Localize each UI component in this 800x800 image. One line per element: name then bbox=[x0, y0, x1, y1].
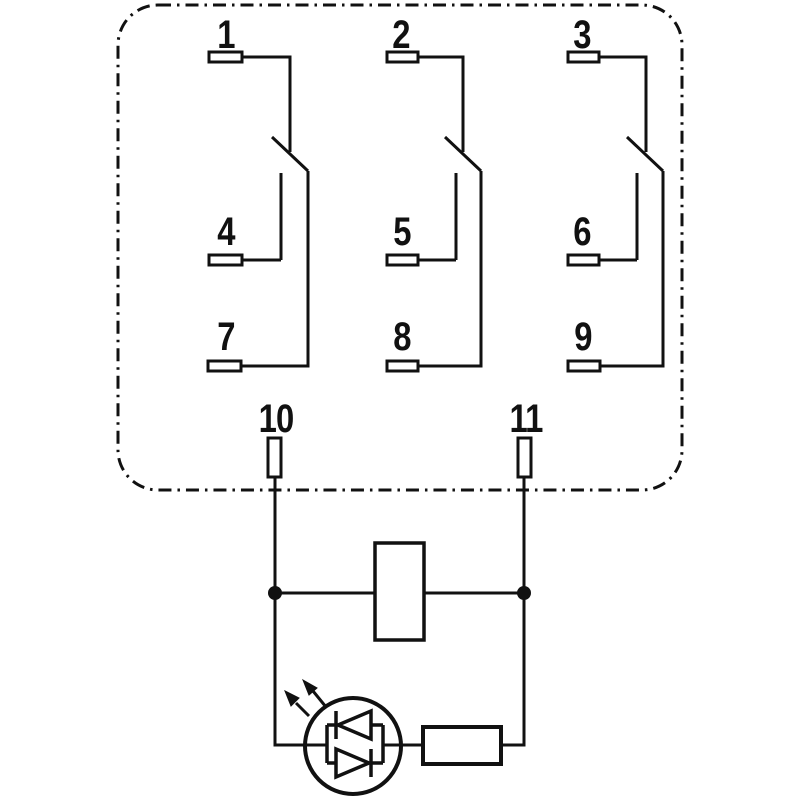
terminal-label-4: 4 bbox=[217, 210, 235, 254]
terminal-pad-8 bbox=[385, 359, 420, 373]
pole-3-fixed-contact-wire bbox=[599, 55, 648, 152]
diode-top-triangle bbox=[333, 708, 373, 742]
terminal-pad-10 bbox=[266, 436, 283, 479]
terminal-label-5: 5 bbox=[393, 210, 411, 254]
arrow-1-shaft bbox=[294, 701, 311, 718]
resistor-branch bbox=[383, 725, 503, 766]
switch-pole-1 bbox=[206, 50, 310, 373]
dashed-enclosure-border bbox=[116, 3, 684, 492]
junction-dot-left bbox=[268, 586, 282, 600]
arrow-2-shaft bbox=[311, 690, 328, 708]
terminal-label-8: 8 bbox=[393, 315, 411, 359]
terminal-label-2: 2 bbox=[392, 13, 410, 57]
pole-1-switch-blade bbox=[270, 135, 310, 173]
terminal-pad-9 bbox=[566, 359, 602, 373]
arrow-1-head bbox=[284, 689, 300, 707]
terminal-pad-4 bbox=[207, 253, 244, 267]
pole-1-fixed-contact-wire bbox=[242, 55, 292, 152]
terminal-label-11: 11 bbox=[509, 397, 543, 441]
terminal-label-6: 6 bbox=[573, 210, 591, 254]
light-emission-arrows-icon bbox=[284, 678, 328, 718]
arrow-2-head bbox=[302, 678, 318, 696]
switch-pole-3 bbox=[566, 50, 665, 373]
pole-3-common-wire bbox=[600, 171, 665, 368]
switch-pole-2 bbox=[385, 50, 483, 373]
terminal-pad-6 bbox=[566, 253, 601, 267]
terminal-label-3: 3 bbox=[573, 13, 591, 57]
pole-2-common-wire bbox=[418, 171, 483, 368]
led-indicator bbox=[284, 678, 403, 796]
diode-bottom-triangle bbox=[334, 746, 374, 780]
coil-symbol bbox=[373, 541, 426, 642]
diode-top-left-pointing bbox=[327, 708, 383, 742]
terminal-label-1: 1 bbox=[217, 13, 235, 57]
terminal-pad-1 bbox=[207, 50, 244, 64]
pole-1-common-wire bbox=[241, 171, 310, 368]
terminal-10-wire bbox=[273, 477, 327, 747]
terminal-pad-5 bbox=[385, 253, 420, 267]
coil-circuit bbox=[266, 436, 533, 747]
pole-3-no-contact-wire bbox=[599, 173, 639, 262]
resistor-symbol bbox=[421, 725, 503, 766]
terminal-pad-11 bbox=[516, 436, 533, 479]
junction-dot-right bbox=[517, 586, 531, 600]
pole-1-no-contact-wire bbox=[242, 173, 283, 262]
terminal-label-10: 10 bbox=[258, 397, 295, 441]
terminal-label-9: 9 bbox=[574, 315, 592, 359]
pole-2-switch-blade bbox=[443, 135, 483, 173]
pole-2-fixed-contact-wire bbox=[418, 55, 465, 152]
diode-bottom-right-pointing bbox=[327, 746, 383, 780]
pole-3-switch-blade bbox=[625, 135, 665, 173]
terminal-pad-7 bbox=[206, 359, 243, 373]
terminal-label-7: 7 bbox=[217, 315, 235, 359]
terminal-pad-3 bbox=[566, 50, 601, 64]
pole-2-no-contact-wire bbox=[418, 173, 458, 262]
terminal-pad-2 bbox=[385, 50, 420, 64]
terminal-11-wire bbox=[501, 477, 526, 747]
